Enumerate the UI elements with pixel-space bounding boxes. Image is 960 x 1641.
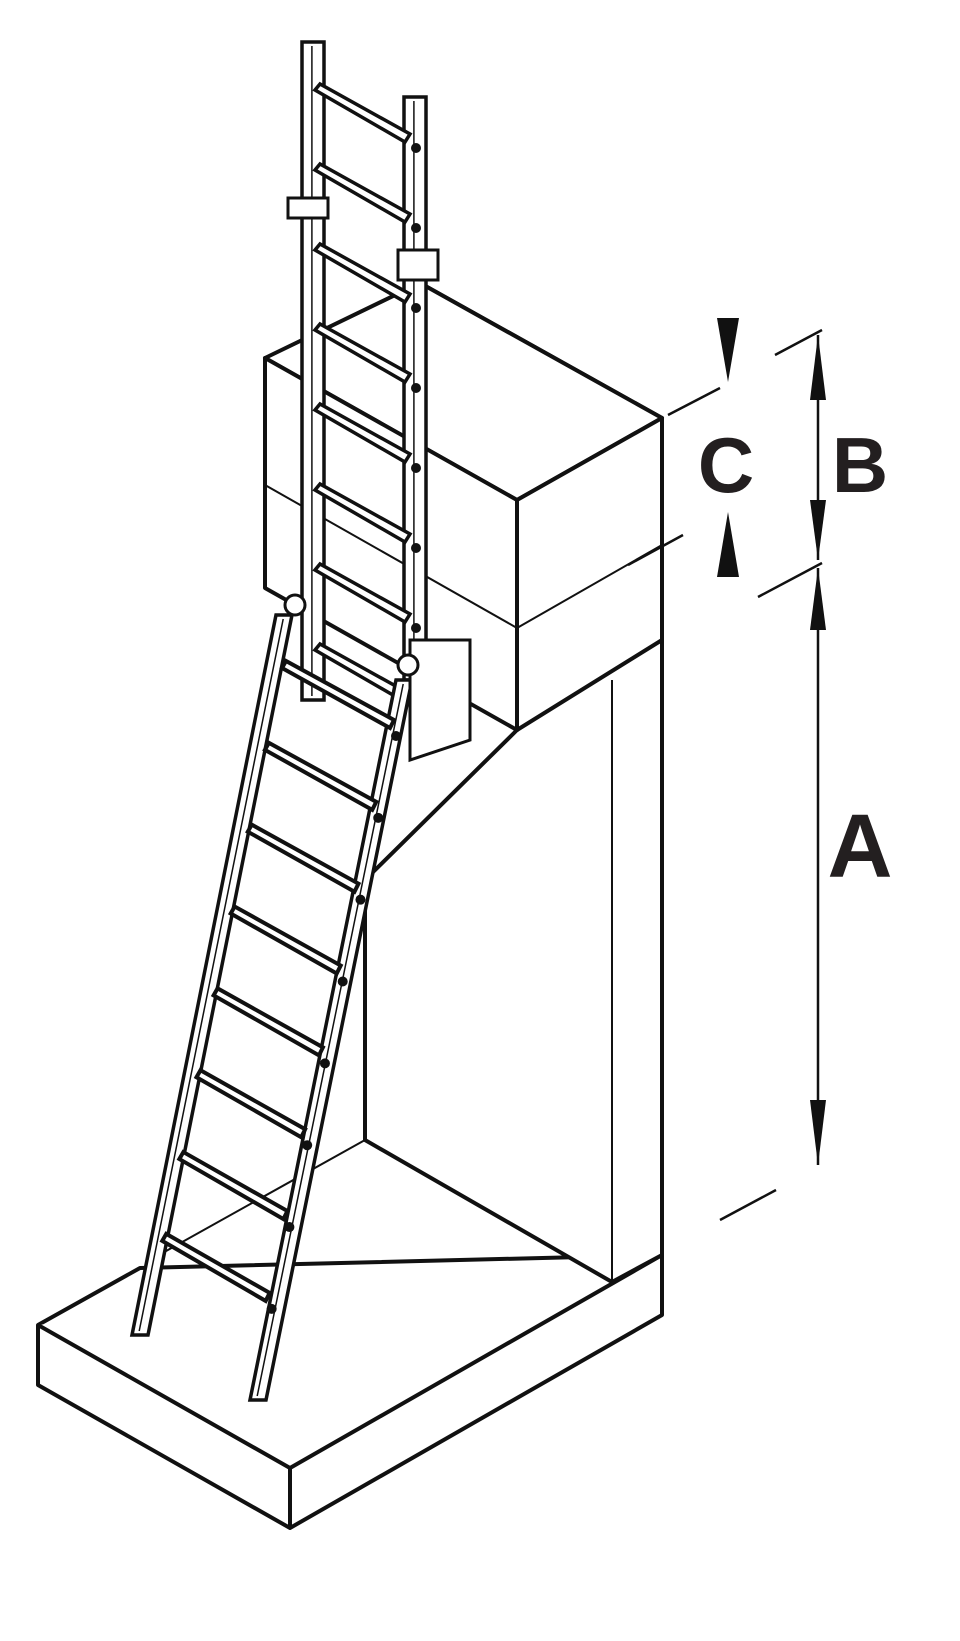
- arrow-up-icon: [717, 512, 739, 577]
- rung-bolt: [411, 383, 421, 393]
- rung-bolt: [319, 1058, 330, 1069]
- ladder-rung: [279, 658, 397, 731]
- ladder-rung: [245, 821, 362, 895]
- ladder-rung: [312, 561, 413, 625]
- ladder-rung: [210, 985, 326, 1059]
- rung-bolt: [391, 731, 401, 741]
- ladder-rung: [312, 321, 413, 385]
- arrow-up-icon: [810, 335, 826, 400]
- lower-ladder-right-rail-edge: [256, 683, 404, 1397]
- rung-bolt: [411, 543, 421, 553]
- hinge-pivot: [283, 593, 307, 617]
- rung-bolt: [411, 303, 421, 313]
- ladder-rung: [312, 81, 413, 145]
- dimension-label-b: B: [832, 421, 888, 509]
- ladders: [129, 40, 472, 1402]
- lower-ladder-left-rail-edge: [138, 618, 284, 1332]
- rung-bolt: [355, 894, 366, 905]
- arrow-down-icon: [810, 500, 826, 560]
- ladder-rung: [312, 161, 413, 225]
- base-slab: [36, 1253, 664, 1530]
- rung-bolt: [373, 812, 384, 823]
- dimension-label-c: C: [698, 421, 754, 509]
- rung-bolt: [302, 1140, 313, 1151]
- top-bracket: [396, 248, 440, 282]
- rung-bolt: [411, 623, 421, 633]
- arrow-down-icon: [810, 1100, 826, 1165]
- ladder-rung: [159, 1231, 273, 1304]
- ladder-rung: [312, 401, 413, 465]
- ladder-rung: [227, 903, 344, 977]
- ladder-rung: [176, 1149, 291, 1222]
- lower-ladder-left-rail: [129, 613, 295, 1337]
- ladder-rung: [193, 1067, 308, 1140]
- rung-bolt: [411, 143, 421, 153]
- ladder-rung: [262, 740, 379, 813]
- clamp-bracket: [286, 196, 330, 220]
- arrowheads: [717, 318, 826, 1165]
- hinge-bracket: [408, 638, 472, 763]
- ladder-rung: [312, 481, 413, 545]
- rung-bolt: [266, 1303, 277, 1314]
- lower-ladder-right-rail: [247, 678, 415, 1402]
- ladder-rung: [312, 241, 413, 305]
- rung-bolt: [411, 463, 421, 473]
- arrow-up-icon: [810, 568, 826, 630]
- hinge-pivot: [396, 653, 420, 677]
- rung-bolt: [337, 976, 348, 987]
- arrow-down-icon: [717, 318, 739, 382]
- rung-bolt: [284, 1222, 295, 1233]
- upper-block: [263, 281, 664, 732]
- rung-bolt: [411, 223, 421, 233]
- dimension-label-a: A: [828, 797, 893, 897]
